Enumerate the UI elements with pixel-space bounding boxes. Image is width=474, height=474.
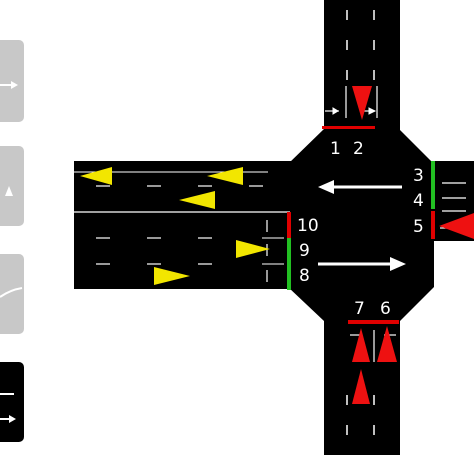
yellow-vehicle [179,191,215,209]
lane-number-4: 4 [413,191,424,211]
vehicles [80,86,474,404]
curve-arrow-icon [0,287,23,298]
signal-lanes-6-7 [348,320,399,324]
yellow-vehicle [154,267,190,285]
yellow-vehicle [80,167,112,185]
lane-number-8: 8 [299,266,310,286]
yellow-vehicle [236,240,270,258]
right-arrow-icon [0,81,18,89]
junction [288,128,434,321]
lane-number-5: 5 [413,217,424,237]
lane-number-1: 1 [330,139,341,159]
signals [287,126,435,324]
left-panel-3 [0,254,24,334]
signal-lanes-8-9 [287,238,291,290]
lane-number-3: 3 [413,166,424,186]
left-panels [0,40,24,442]
signal-lane-10 [287,212,291,238]
left-panel-2 [0,146,24,226]
red-vehicle [377,326,397,362]
yellow-vehicle [207,167,243,185]
lane-number-7: 7 [354,299,365,319]
lane-number-6: 6 [380,299,391,319]
lane-numbers: 1 2 3 4 5 6 7 8 9 10 [297,139,424,319]
lane-number-10: 10 [297,216,319,236]
signal-lanes-1-2 [322,126,375,129]
red-vehicle [352,86,372,120]
left-panel-1 [0,40,24,122]
lane-number-2: 2 [353,139,364,159]
right-arrow-icon [318,257,406,271]
straight-arrows-icon [0,393,16,423]
left-panel-4 [0,362,24,442]
red-vehicle [352,328,370,362]
signal-lanes-3-4 [431,161,435,209]
red-vehicle [352,369,370,404]
signal-lane-5 [431,211,435,239]
lane-number-9: 9 [299,241,310,261]
left-arrow-icon [318,180,402,194]
red-vehicle [439,213,474,239]
partial-arrow-icon [5,186,13,196]
